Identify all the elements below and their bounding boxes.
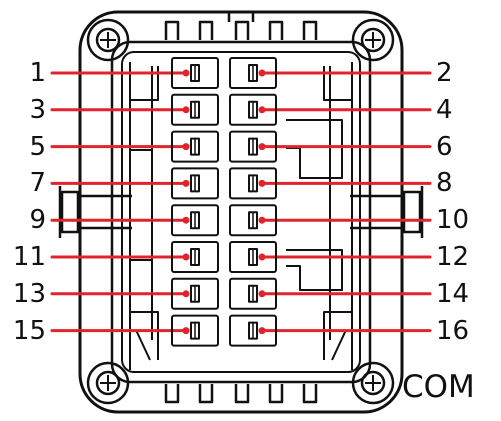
pin-number-2: 2	[436, 58, 453, 88]
leader-dot	[258, 290, 266, 298]
pin-cell	[229, 57, 277, 89]
leader-dot	[182, 179, 190, 187]
housing-inner	[110, 40, 372, 384]
leader-lines	[50, 69, 432, 335]
pin-cell	[229, 277, 277, 310]
pin-number-3: 3	[29, 94, 46, 125]
pin-number-15: 15	[12, 315, 46, 346]
leader-dot	[258, 179, 266, 187]
pin-cell	[171, 314, 219, 347]
pin-cell	[171, 241, 219, 273]
pin-cell	[171, 277, 219, 310]
pin-number-6: 6	[436, 131, 453, 162]
screw-top-right	[351, 18, 395, 62]
housing-inner-2	[121, 51, 361, 373]
pin-cell	[171, 130, 219, 163]
pin-cell	[229, 130, 277, 163]
pin-number-16: 16	[436, 315, 470, 346]
screw-bottom-right	[351, 361, 395, 405]
pin-number-7: 7	[29, 168, 46, 199]
leader-dot	[258, 69, 266, 77]
pin-cell	[171, 93, 219, 126]
pin-cell	[229, 167, 277, 200]
leader-dot	[258, 143, 266, 151]
pin-number-10: 10	[436, 205, 470, 236]
interior-structure	[129, 62, 353, 370]
leader-dot	[182, 106, 190, 114]
pin-number-9: 9	[29, 205, 46, 236]
latch-left	[58, 186, 132, 238]
leader-dot	[258, 253, 266, 261]
pin-number-11: 11	[12, 242, 46, 272]
pin-number-4: 4	[436, 94, 453, 125]
latch-right	[350, 186, 424, 238]
screw-top-left	[86, 18, 130, 62]
pin-cell	[171, 57, 219, 89]
screw-bottom-left	[86, 361, 130, 405]
leader-dot	[258, 216, 266, 224]
pin-number-14: 14	[436, 278, 470, 309]
leader-dot	[182, 290, 190, 298]
leader-dot	[182, 327, 190, 335]
leader-dot	[182, 253, 190, 261]
pin-number-1: 1	[29, 58, 46, 88]
leader-dot	[182, 216, 190, 224]
pin-cell	[229, 314, 277, 347]
pin-number-8: 8	[436, 168, 453, 199]
top-teeth	[164, 10, 318, 40]
connector-label: COM	[402, 369, 475, 405]
pin-cell	[171, 204, 219, 237]
pin-cells	[171, 57, 277, 347]
pin-cell	[229, 204, 277, 237]
pin-number-13: 13	[12, 278, 46, 309]
pin-cell	[229, 93, 277, 126]
pin-cell	[229, 241, 277, 273]
pin-number-5: 5	[29, 131, 46, 162]
leader-dot	[182, 69, 190, 77]
leader-dot	[182, 143, 190, 151]
leader-dot	[258, 106, 266, 114]
leader-dot	[258, 327, 266, 335]
bottom-teeth	[164, 384, 318, 404]
pin-number-12: 12	[436, 242, 470, 272]
pin-cell	[171, 167, 219, 200]
